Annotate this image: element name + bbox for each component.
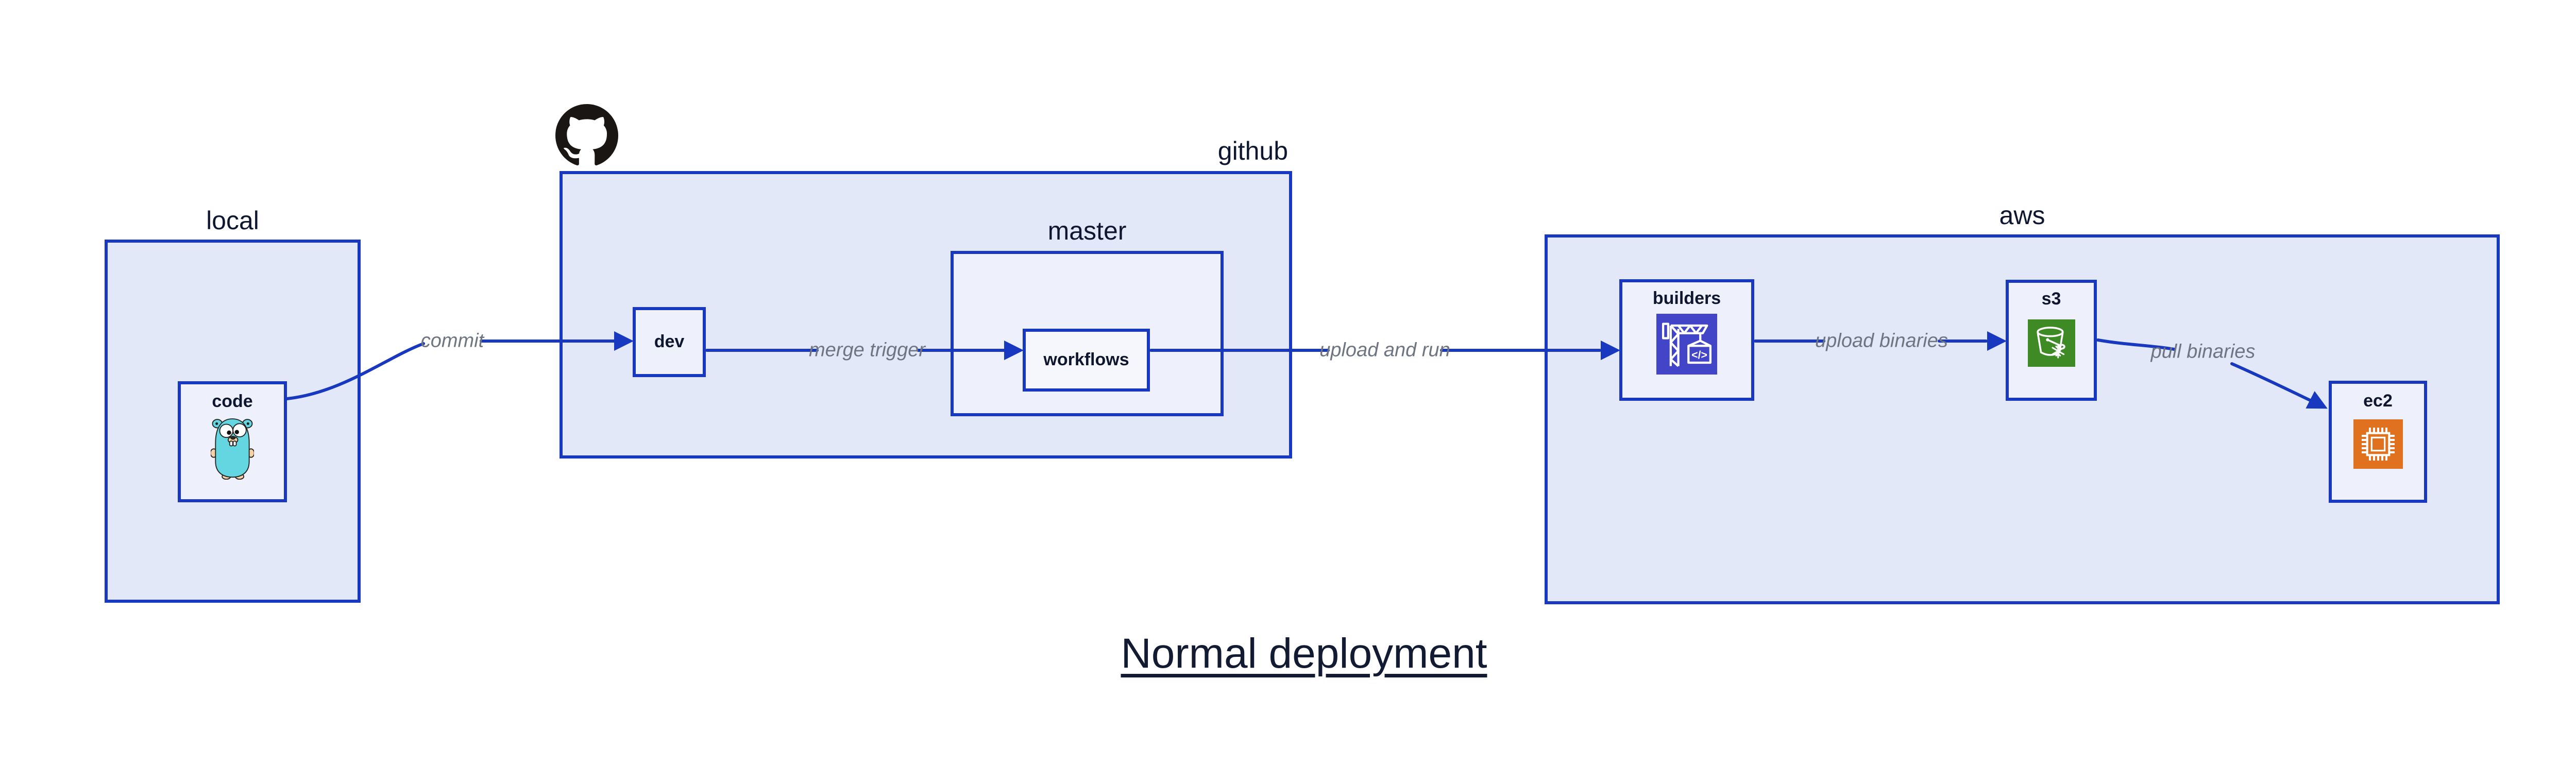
aws-codebuild-crane-icon: </> [1656,314,1717,377]
group-label-master: master [1047,216,1127,245]
node-s3-label: s3 [2041,289,2061,309]
group-label-github: github [1217,137,1288,165]
arrowhead-to-workflows [1004,341,1024,360]
node-dev: dev [633,307,706,377]
svg-text:</>: </> [1691,349,1707,361]
node-ec2-label: ec2 [2363,391,2393,411]
edge-pull-binaries-curve1 [2096,338,2176,351]
aws-s3-glacier-bucket-icon [2027,319,2075,369]
node-s3: s3 [2006,280,2097,401]
diagram-title: Normal deployment [1121,630,1487,677]
edge-label-upload-binaries: upload binaries [1815,330,1948,352]
node-dev-label: dev [654,332,685,352]
node-code: code [178,381,287,502]
node-builders-label: builders [1652,288,1721,308]
edge-label-commit: commit [420,330,484,352]
arrowhead-to-ec2 [2306,391,2328,409]
go-gopher-icon [210,416,255,482]
github-octocat-logo-icon [555,104,618,167]
edge-label-upload-and-run: upload and run [1319,339,1450,361]
node-builders: builders </> [1619,279,1754,401]
edge-pull-binaries-curve2 [2230,362,2313,402]
arrowhead-to-builders [1601,341,1620,360]
edge-commit-curve [285,342,425,400]
aws-ec2-chip-icon [2353,419,2403,471]
arrowhead-to-dev [614,331,634,351]
group-label-aws: aws [1999,201,2045,230]
node-code-label: code [212,392,253,411]
group-label-local: local [206,206,259,235]
arrowhead-to-s3 [1987,331,2007,351]
node-ec2: ec2 [2329,381,2427,503]
node-workflows: workflows [1023,329,1150,392]
node-workflows-label: workflows [1043,350,1129,370]
edge-label-pull-binaries: pull binaries [2150,341,2256,363]
edge-label-merge-trigger: merge trigger [809,339,925,361]
